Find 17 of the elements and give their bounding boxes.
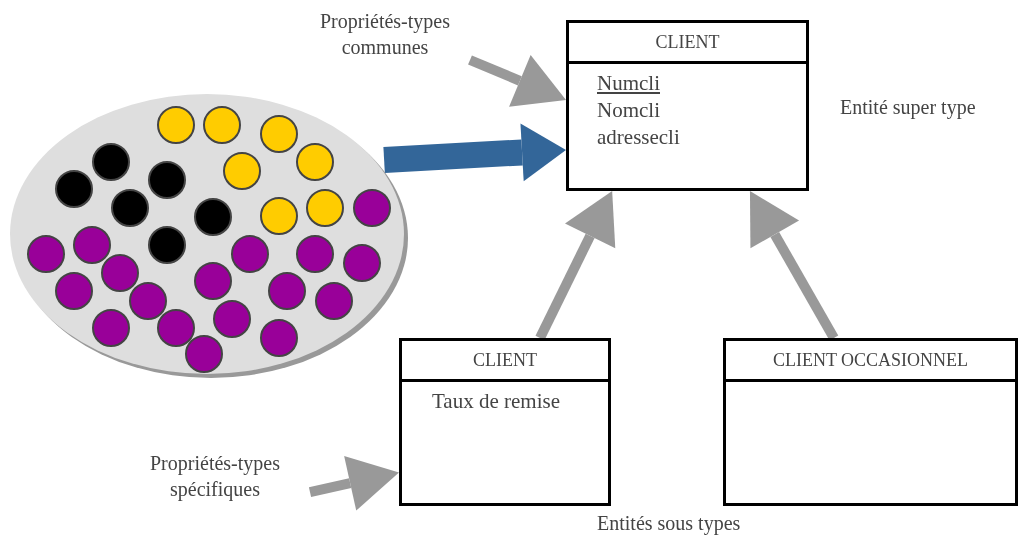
entity-box bbox=[723, 338, 1018, 506]
entity-box bbox=[399, 338, 611, 506]
entity-name: CLIENT bbox=[655, 31, 720, 53]
callout-text: Propriétés-types spécifiques bbox=[120, 450, 310, 502]
arrow bbox=[308, 455, 399, 511]
attribute-text: Nomcli bbox=[597, 97, 660, 124]
attribute-text: Taux de remise bbox=[432, 388, 560, 415]
callout-text: Propriétés-types communes bbox=[300, 8, 470, 60]
entity-name: CLIENT OCCASIONNEL bbox=[772, 349, 969, 371]
entity-name: CLIENT bbox=[473, 349, 537, 371]
attribute-text: adressecli bbox=[597, 124, 680, 151]
arrow bbox=[383, 123, 566, 182]
attribute-text: Numcli bbox=[597, 70, 660, 97]
entity-caption: Entité super type bbox=[840, 96, 976, 119]
group-caption: Entités sous types bbox=[597, 512, 741, 535]
entity-box bbox=[566, 20, 809, 191]
arrow bbox=[468, 54, 566, 107]
